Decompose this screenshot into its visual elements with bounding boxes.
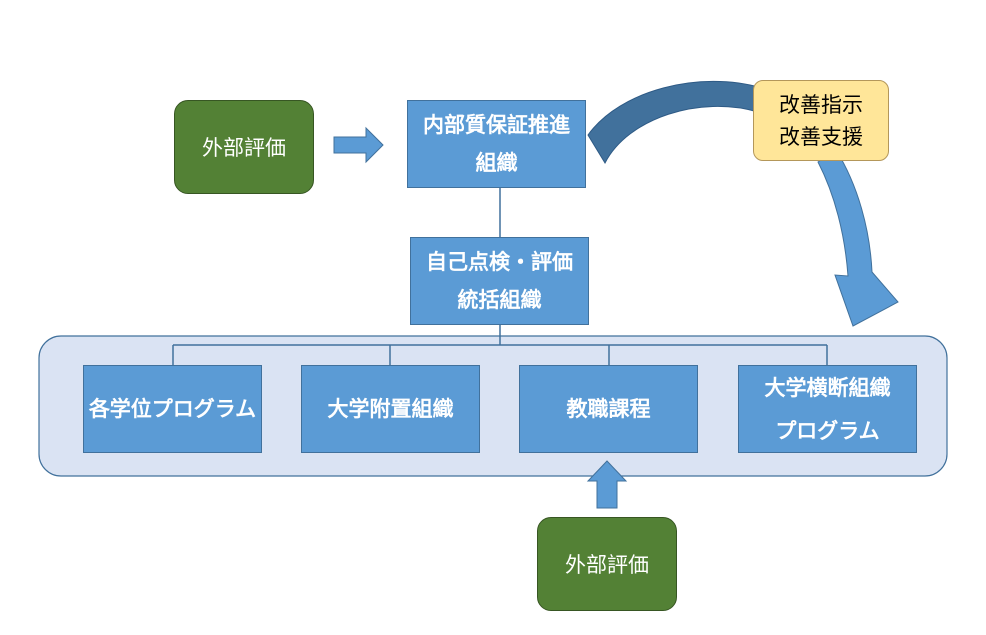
unit-box-cross-university: 大学横断組織 プログラム (738, 365, 917, 453)
units-group-container (38, 335, 948, 477)
internal-qa-org-line2: 組織 (475, 151, 518, 175)
unit-label: 大学附置組織 (327, 397, 454, 421)
curved-arrow-lower-band (817, 149, 899, 327)
external-evaluation-top-label: 外部評価 (202, 136, 286, 160)
improvement-line2: 改善支援 (779, 124, 863, 149)
external-evaluation-bottom-label: 外部評価 (565, 553, 649, 577)
internal-qa-org-line1: 内部質保証推進 (423, 113, 570, 137)
up-arrow-icon (586, 460, 628, 509)
unit-label: 各学位プログラム (88, 397, 257, 421)
self-check-org-line1: 自己点検・評価 (426, 250, 573, 274)
improvement-instruction-box: 改善指示 改善支援 (753, 80, 889, 161)
unit-box-degree-programs: 各学位プログラム (83, 365, 262, 453)
internal-qa-organization: 内部質保証推進 組織 (407, 100, 586, 188)
unit-box-teacher-training: 教職課程 (519, 365, 698, 453)
external-evaluation-top: 外部評価 (174, 100, 314, 194)
unit-box-affiliated-organizations: 大学附置組織 (301, 365, 480, 453)
curved-arrow-upper-band (587, 80, 763, 165)
improvement-line1: 改善指示 (779, 92, 863, 117)
right-arrow-icon (333, 126, 384, 164)
external-evaluation-bottom: 外部評価 (537, 517, 677, 611)
self-check-org-line2: 統括組織 (457, 288, 542, 312)
unit-label: 教職課程 (566, 397, 651, 421)
unit-label-line1: 大学横断組織 (764, 375, 891, 400)
unit-label-line2: プログラム (775, 418, 880, 443)
self-check-organization: 自己点検・評価 統括組織 (410, 237, 589, 325)
